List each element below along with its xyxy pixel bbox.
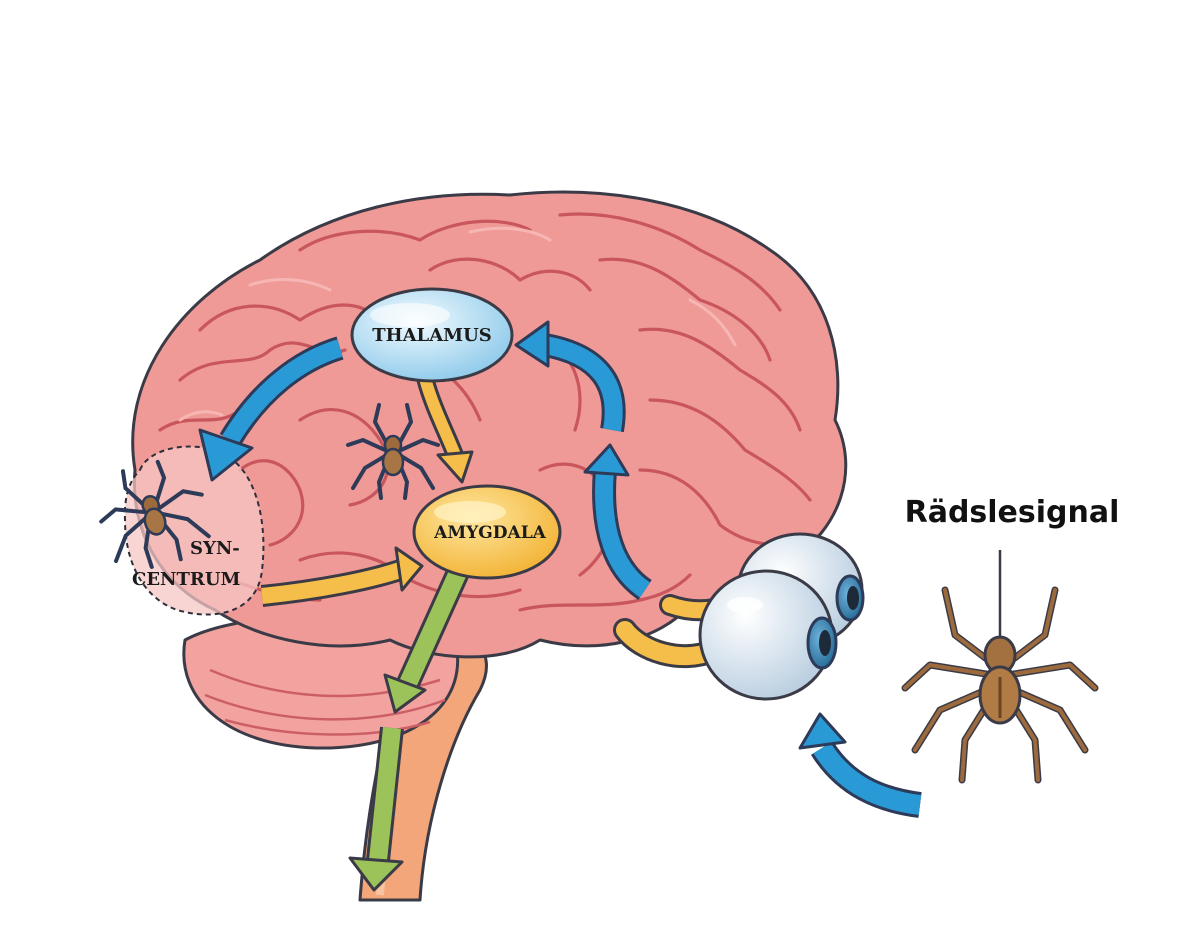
arrow-thalamus-to-amygdala bbox=[416, 375, 474, 484]
amygdala-label: AMYGDALA bbox=[433, 523, 547, 543]
amygdala-node: AMYGDALA bbox=[412, 484, 562, 580]
brain-icon bbox=[131, 190, 848, 659]
thalamus-node: THALAMUS bbox=[350, 287, 514, 383]
arrow-visual-center-to-amygdala bbox=[260, 546, 424, 607]
spider-icon bbox=[901, 586, 1099, 784]
arrow-eye-to-thalamus bbox=[514, 320, 653, 600]
eye-icon bbox=[698, 569, 838, 701]
arrow-amygdala-to-body bbox=[348, 563, 471, 892]
thalamus-label: THALAMUS bbox=[372, 325, 492, 346]
visual-center-label-line2: CENTRUM bbox=[132, 569, 241, 590]
arrow-spider-to-eye bbox=[798, 712, 922, 818]
spider-icon bbox=[346, 403, 440, 500]
arrow-thalamus-to-visual-center bbox=[198, 336, 344, 482]
fear-signal-title: Rädslesignal bbox=[905, 495, 1120, 530]
spider-icon bbox=[99, 459, 211, 570]
visual-center-label-line1: SYN- bbox=[190, 538, 240, 559]
